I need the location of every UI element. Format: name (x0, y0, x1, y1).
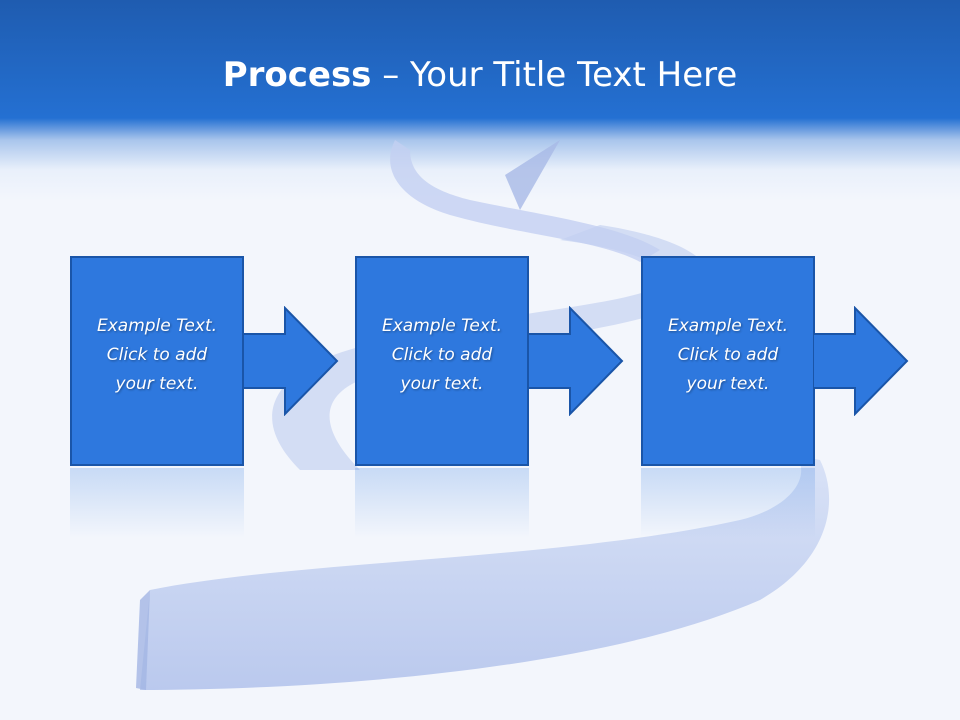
step-3-line-3: your text. (686, 374, 770, 394)
step-3-text[interactable]: Example Text. Click to add your text. (641, 312, 815, 399)
step-3-reflection (641, 468, 815, 538)
step-2-line-3: your text. (400, 374, 484, 394)
step-1-line-1: Example Text. (96, 316, 218, 336)
step-1-text[interactable]: Example Text. Click to add your text. (70, 312, 244, 399)
step-2-box (355, 256, 529, 466)
step-1-arrow-icon (243, 306, 339, 416)
step-1-line-3: your text. (115, 374, 199, 394)
step-2-reflection (355, 468, 529, 538)
process-step-1[interactable]: Example Text. Click to add your text. (70, 256, 244, 466)
step-2-arrow-icon (528, 306, 624, 416)
step-1-line-2: Click to add (106, 345, 208, 365)
slide-title[interactable]: Process – Your Title Text Here (0, 52, 960, 98)
step-3-line-2: Click to add (677, 345, 779, 365)
process-step-2[interactable]: Example Text. Click to add your text. (355, 256, 529, 466)
step-3-arrow-icon (813, 306, 909, 416)
title-bold-text: Process (222, 55, 372, 95)
step-2-line-2: Click to add (391, 345, 493, 365)
process-step-3[interactable]: Example Text. Click to add your text. (641, 256, 815, 466)
step-1-reflection (70, 468, 244, 538)
step-3-line-1: Example Text. (667, 316, 789, 336)
header-band (0, 0, 960, 200)
step-2-text[interactable]: Example Text. Click to add your text. (355, 312, 529, 399)
title-rest-text: – Your Title Text Here (371, 55, 738, 95)
step-2-line-1: Example Text. (381, 316, 503, 336)
step-1-box (70, 256, 244, 466)
